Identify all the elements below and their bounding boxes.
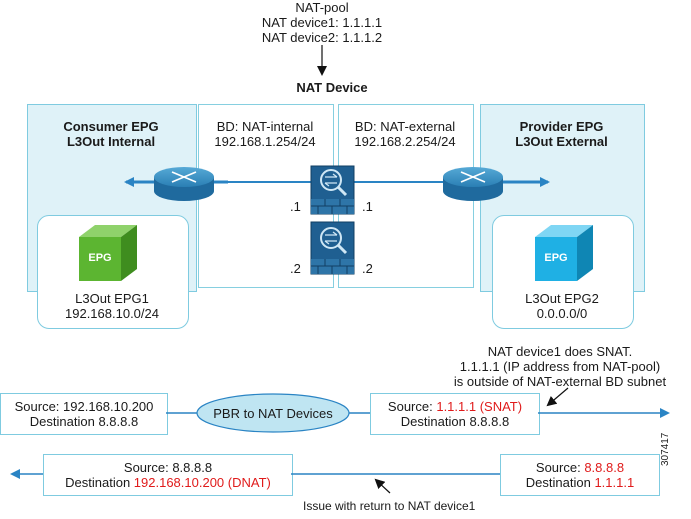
nat-device-label: NAT Device [296,80,368,95]
flow-return-box2-dest: Destination 192.168.10.200 (DNAT) [43,475,293,490]
epg-cube-icon-cyan [535,225,593,281]
router-icon-right [443,167,503,201]
bd-internal-if-1: .1 [290,199,301,214]
firewall-icon-1 [310,165,355,215]
flow-out-source-box [0,393,168,435]
provider-title-2: L3Out External [515,134,608,149]
issue-note-arrow [374,478,391,494]
snat-note-line1: NAT device1 does SNAT. [487,344,633,359]
consumer-epg-name: L3Out EPG1 [75,291,149,306]
pbr-label: PBR to NAT Devices [213,406,333,421]
bd-external-subnet: 192.168.2.254/24 [354,134,456,149]
flow-out-box2-source-prefix: Source: [387,399,437,414]
consumer-epg-subnet: 192.168.10.0/24 [65,306,159,321]
provider-epg-name: L3Out EPG2 [525,291,599,306]
snat-note-line2: 1.1.1.1 (IP address from NAT-pool) [459,359,661,374]
consumer-title-2: L3Out Internal [66,134,156,149]
flow-out-snat-box [370,393,540,435]
flow-return-box1-dest-value: 1.1.1.1 [594,475,635,490]
provider-epg-subnet: 0.0.0.0/0 [536,306,588,321]
router-icon-left [154,167,214,201]
provider-epg-badge: EPG [544,252,568,264]
flow-return-box1-dest-prefix: Destination [525,475,595,490]
flow-return-box1-dest: Destination 1.1.1.1 [500,475,660,490]
snat-note-line3: is outside of NAT-external BD subnet [453,374,667,389]
pbr-ellipse [196,393,350,433]
flow-out-box2-source-value: 1.1.1.1 (SNAT) [436,399,523,414]
figure-id: 307417 [660,432,671,466]
flow-return-box2-dest-prefix: Destination [65,475,134,490]
bd-external-if-2: .2 [362,261,373,276]
flow-return-box2-source: Source: 8.8.8.8 [123,460,213,475]
flow-return-dnat-box [43,454,293,496]
nat-pool-title: NAT-pool [295,0,349,15]
flow-out-box1-source: Source: 192.168.10.200 [14,399,154,414]
nat-pool-line1: NAT device1: 1.1.1.1 [261,15,383,30]
snat-note-arrow [546,387,569,407]
bd-external-name: BD: NAT-external [354,119,456,134]
bd-internal-name: BD: NAT-internal [216,119,314,134]
firewall-icon-2 [310,221,355,275]
flow-return-box2-dest-value: 192.168.10.200 (DNAT) [133,475,271,490]
flow-return-box1-source-prefix: Source: [535,460,585,475]
bd-external-if-1: .1 [362,199,373,214]
nat-pool-line2: NAT device2: 1.1.1.2 [261,30,383,45]
flow-out-box1-dest: Destination 8.8.8.8 [29,414,139,429]
consumer-epg-badge: EPG [88,252,112,264]
issue-note: Issue with return to NAT device1 [303,499,476,513]
provider-title-1: Provider EPG [519,119,604,134]
consumer-title-1: Consumer EPG [63,119,159,134]
flow-out-box2-dest: Destination 8.8.8.8 [400,414,510,429]
flow-out-box2-source: Source: 1.1.1.1 (SNAT) [370,399,540,414]
bd-internal-if-2: .2 [290,261,301,276]
flow-return-box1-source: Source: 8.8.8.8 [500,460,660,475]
epg-cube-icon-green [79,225,137,281]
flow-return-box1-source-value: 8.8.8.8 [584,460,625,475]
bd-internal-subnet: 192.168.1.254/24 [214,134,316,149]
flow-return-source-box [500,454,660,496]
